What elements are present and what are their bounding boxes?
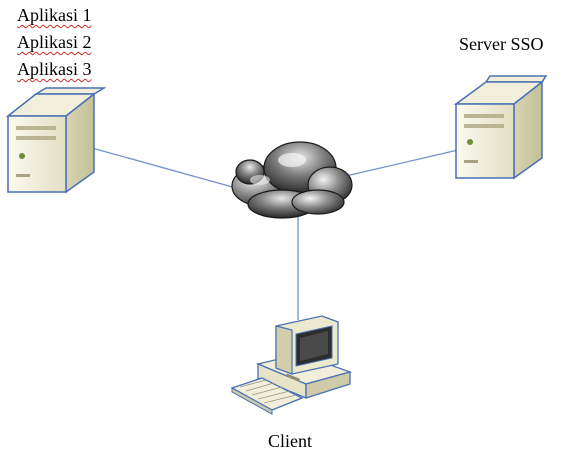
network-links bbox=[91, 147, 459, 320]
sso-server-icon bbox=[453, 75, 548, 180]
client-computer-icon bbox=[230, 315, 353, 415]
client-label: Client bbox=[268, 431, 312, 451]
link-sso-server-to-cloud bbox=[345, 149, 459, 177]
sso-server-label: Server SSO bbox=[459, 34, 544, 54]
cloud-icon bbox=[231, 141, 353, 219]
application-server-icon bbox=[5, 87, 107, 194]
application-label: Aplikasi 2 bbox=[17, 32, 92, 52]
application-label: Aplikasi 1 bbox=[17, 5, 92, 25]
application-label: Aplikasi 3 bbox=[17, 59, 92, 79]
link-app-server-to-cloud bbox=[91, 147, 237, 189]
application-list: Aplikasi 1 Aplikasi 2 Aplikasi 3 bbox=[17, 2, 92, 83]
